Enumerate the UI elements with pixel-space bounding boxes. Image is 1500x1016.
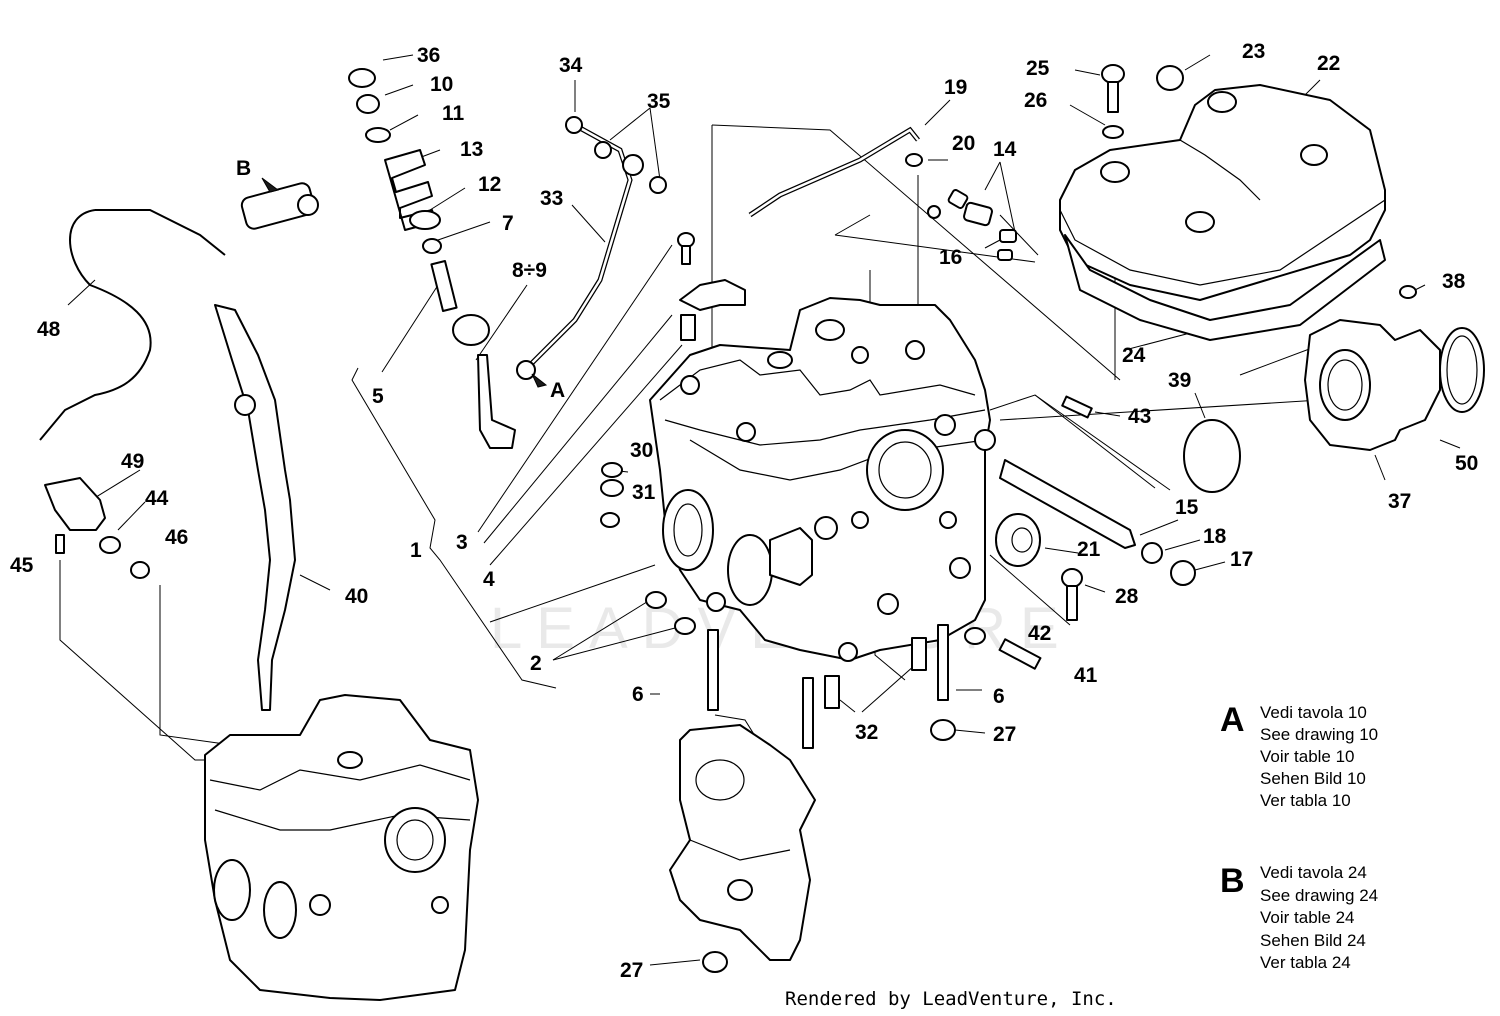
callout-32: 32: [855, 721, 878, 744]
shaft-and-bearing: [995, 285, 1417, 586]
callout-14: 14: [993, 138, 1017, 161]
legend-a-line-3: Voir table 10: [1260, 747, 1355, 766]
legend-a-line-1: Vedi tavola 10: [1260, 703, 1367, 722]
legend-b-line-5: Ver tabla 24: [1260, 953, 1351, 972]
callout-5: 5: [372, 385, 384, 408]
callout-50: 50: [1455, 452, 1478, 475]
callout-26: 26: [1024, 89, 1047, 112]
callout-6b: 6: [993, 685, 1005, 708]
callout-4: 4: [483, 568, 495, 591]
legend: A Vedi tavola 10 See drawing 10 Voir tab…: [1220, 701, 1378, 972]
callout-46: 46: [165, 526, 188, 549]
callout-21: 21: [1077, 538, 1101, 561]
cylinder-head-lower-left: [204, 694, 479, 1001]
callout-24: 24: [1122, 344, 1146, 367]
legend-a-line-4: Sehen Bild 10: [1260, 769, 1366, 788]
callout-33: 33: [540, 187, 563, 210]
legend-a-line-5: Ver tabla 10: [1260, 791, 1351, 810]
callout-15: 15: [1175, 496, 1199, 519]
legend-b-letter: B: [1220, 862, 1245, 900]
callout-49: 49: [121, 450, 144, 473]
head-cover: [1059, 84, 1386, 341]
callout-43: 43: [1128, 405, 1151, 428]
callout-25: 25: [1026, 57, 1050, 80]
legend-a-line-2: See drawing 10: [1260, 725, 1378, 744]
callout-16: 16: [939, 246, 962, 269]
legend-b-line-2: See drawing 24: [1260, 886, 1378, 905]
legend-b-line-4: Sehen Bild 24: [1260, 931, 1366, 950]
callout-34: 34: [559, 54, 583, 77]
callout-42: 42: [1028, 622, 1051, 645]
callout-30: 30: [630, 439, 653, 462]
decompressor-cable: [39, 182, 319, 579]
callout-48: 48: [37, 318, 61, 341]
callout-10: 10: [430, 73, 453, 96]
callout-6a: 6: [632, 683, 644, 706]
callout-18: 18: [1203, 525, 1227, 548]
legend-a-letter: A: [1220, 701, 1245, 739]
callout-23: 23: [1242, 40, 1265, 63]
valve-assembly: [348, 68, 516, 449]
legend-b-line-1: Vedi tavola 24: [1260, 863, 1367, 882]
callout-27b: 27: [620, 959, 643, 982]
render-credit: Rendered by LeadVenture, Inc.: [785, 988, 1117, 1010]
callout-7: 7: [502, 212, 514, 235]
callout-40: 40: [345, 585, 368, 608]
callout-38: 38: [1442, 270, 1466, 293]
callout-13: 13: [460, 138, 483, 161]
callout-45: 45: [10, 554, 34, 577]
rocker-parts: [905, 153, 1017, 261]
callout-44: 44: [145, 487, 169, 510]
callout-19: 19: [944, 76, 967, 99]
callout-28: 28: [1115, 585, 1139, 608]
callout-2: 2: [530, 652, 542, 675]
callout-8-9: 8÷9: [512, 259, 547, 282]
callout-20: 20: [952, 132, 975, 155]
callout-labels: 1 2 3 4 5 6 6 7 8÷9 10 11 12 13 14 15 16…: [10, 40, 1478, 982]
callout-35: 35: [647, 90, 671, 113]
callout-3: 3: [456, 531, 468, 554]
callout-27a: 27: [993, 723, 1016, 746]
intake-manifold: [1183, 319, 1485, 493]
callout-36: 36: [417, 44, 440, 67]
ref-arrow-a-icon: [531, 373, 548, 388]
ref-label-a: A: [550, 379, 565, 402]
ref-label-b: B: [236, 157, 251, 180]
callout-37: 37: [1388, 490, 1411, 513]
callout-31: 31: [632, 481, 656, 504]
ref-arrow-b-icon: [261, 177, 280, 193]
callout-17: 17: [1230, 548, 1253, 571]
callout-11: 11: [442, 102, 465, 125]
callout-1: 1: [410, 539, 422, 562]
callout-39: 39: [1168, 369, 1191, 392]
callout-12: 12: [478, 173, 501, 196]
callout-41: 41: [1074, 664, 1098, 687]
legend-b-line-3: Voir table 24: [1260, 908, 1355, 927]
callout-22: 22: [1317, 52, 1340, 75]
oil-lines: [516, 116, 920, 380]
fasteners: [600, 64, 1184, 973]
cylinder-head-main: [649, 297, 996, 662]
chain-tensioner: [214, 304, 296, 711]
cylinder-lower: [669, 724, 816, 961]
